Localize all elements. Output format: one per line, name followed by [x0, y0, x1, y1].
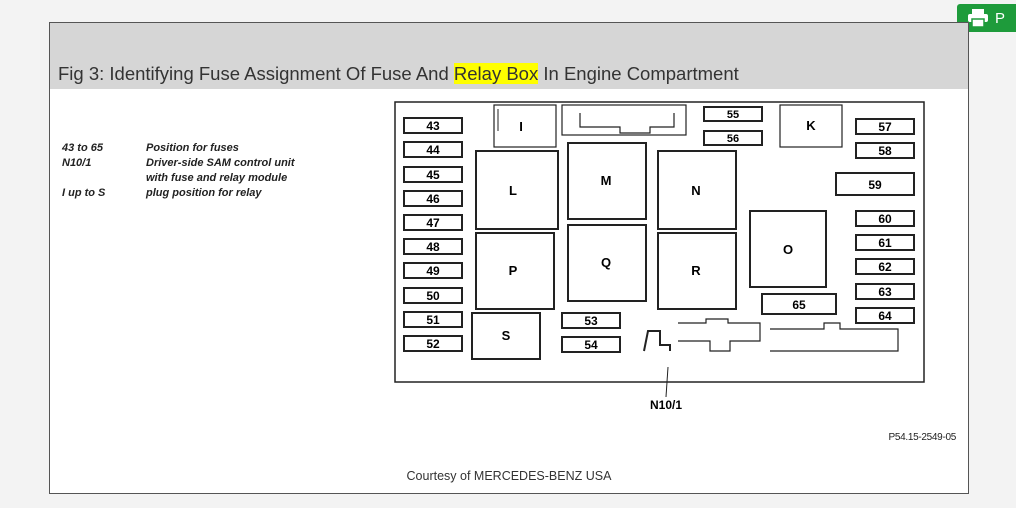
title-suffix: In Engine Compartment [538, 63, 739, 84]
relay-label: L [509, 183, 517, 198]
fuse-label: 54 [584, 338, 598, 352]
fuse-label: 58 [878, 144, 892, 158]
relay-k: K [779, 104, 843, 148]
fuse-label: 59 [868, 178, 882, 192]
callout-label: N10/1 [650, 398, 682, 411]
relay-label: R [691, 263, 701, 278]
title-prefix: Fig 3: Identifying Fuse Assignment Of Fu… [58, 63, 454, 84]
fuse-label: 64 [878, 309, 892, 323]
relay-m: M [567, 142, 647, 220]
relay-label: P [509, 263, 518, 278]
relay-s: S [471, 312, 541, 360]
relay-n: N [657, 150, 737, 230]
relay-label: M [601, 173, 612, 188]
fuse-label: 44 [426, 143, 440, 157]
figure-reference: P54.15-2549-05 [888, 432, 956, 443]
fuse-label: 65 [792, 298, 806, 312]
fuse-relay-box-diagram: 43 44 45 46 47 48 49 50 51 52 I 55 56 [394, 101, 925, 411]
figure-header: Fig 3: Identifying Fuse Assignment Of Fu… [50, 23, 968, 89]
legend-key: 43 to 65 [62, 142, 103, 154]
bottom-connectors [643, 318, 899, 352]
relay-l: L [475, 150, 559, 230]
legend-value: Position for fuses [146, 142, 239, 154]
relay-r: R [657, 232, 737, 310]
relay-label: O [783, 242, 793, 257]
legend-value: with fuse and relay module [146, 172, 288, 184]
diagram-legend: 43 to 65 Position for fuses N10/1 Driver-s… [62, 141, 336, 201]
fuse-label: 49 [426, 264, 440, 278]
relay-label: K [806, 118, 816, 133]
fuse-label: 60 [878, 212, 892, 226]
courtesy-note: Courtesy of MERCEDES-BENZ USA [406, 469, 612, 483]
fuse-label: 51 [426, 313, 440, 327]
printer-icon [968, 9, 988, 28]
fuse-label: 43 [426, 119, 440, 133]
fuse-label: 47 [426, 216, 440, 230]
relay-label: I [519, 119, 523, 134]
fuse-label: 62 [878, 260, 892, 274]
fuse-label: 53 [584, 314, 598, 328]
fuse-label: 48 [426, 240, 440, 254]
fuse-label: 46 [426, 192, 440, 206]
relay-q: Q [567, 224, 647, 302]
callout-line [665, 366, 669, 398]
fuse-label: 45 [426, 168, 440, 182]
fuse-group-top: 55 56 [703, 106, 763, 146]
figure-title: Fig 3: Identifying Fuse Assignment Of Fu… [58, 63, 739, 85]
fuse-label: 61 [878, 236, 892, 250]
relay-label: Q [601, 255, 611, 270]
relay-p: P [475, 232, 555, 310]
top-connector [561, 104, 687, 136]
fuse-group-middle: 53 54 65 [561, 293, 837, 353]
fuse-label: 50 [426, 289, 440, 303]
title-highlight: Relay Box [453, 63, 539, 84]
legend-value: Driver-side SAM control unit [146, 157, 295, 169]
fuse-label: 57 [878, 120, 892, 134]
fuse-label: 63 [878, 285, 892, 299]
fuse-label: 52 [426, 337, 440, 351]
legend-value: plug position for relay [146, 187, 262, 199]
print-button-label: P [995, 9, 1006, 27]
relay-o: O [749, 210, 827, 288]
relay-label: N [691, 183, 700, 198]
fuse-column-right: 57 58 59 60 61 62 63 64 [835, 118, 915, 324]
fuse-column-left: 43 44 45 46 47 48 49 50 51 52 [403, 117, 463, 352]
legend-key: N10/1 [62, 157, 92, 169]
fuse-label: 56 [727, 133, 739, 145]
legend-key: I up to S [62, 187, 106, 199]
relay-label: S [502, 328, 511, 343]
fuse-label: 55 [727, 109, 739, 121]
figure-card: Fig 3: Identifying Fuse Assignment Of Fu… [49, 22, 969, 494]
legend-key [62, 171, 146, 186]
relay-i: I [493, 104, 557, 148]
